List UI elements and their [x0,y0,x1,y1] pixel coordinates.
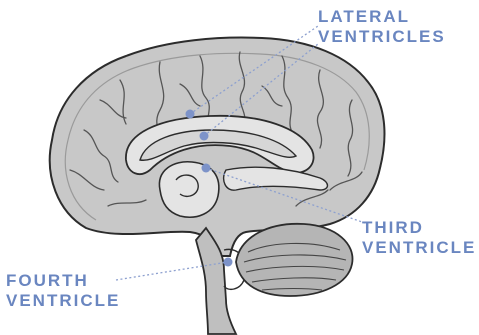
label-lateral-ventricles: LATERAL VENTRICLES [318,7,446,47]
label-third-line2: VENTRICLE [362,238,476,258]
marker-fourth [224,258,233,267]
label-fourth-line2: VENTRICLE [6,291,120,311]
marker-lateral-lower [200,132,209,141]
cerebrum [50,38,385,256]
label-fourth-line1: FOURTH [6,271,120,291]
label-lateral-line2: VENTRICLES [318,27,446,47]
marker-lateral-upper [186,110,195,119]
label-fourth-ventricle: FOURTH VENTRICLE [6,271,120,311]
label-lateral-line1: LATERAL [318,7,446,27]
label-third-line1: THIRD [362,218,476,238]
marker-third [202,164,211,173]
label-third-ventricle: THIRD VENTRICLE [362,218,476,258]
